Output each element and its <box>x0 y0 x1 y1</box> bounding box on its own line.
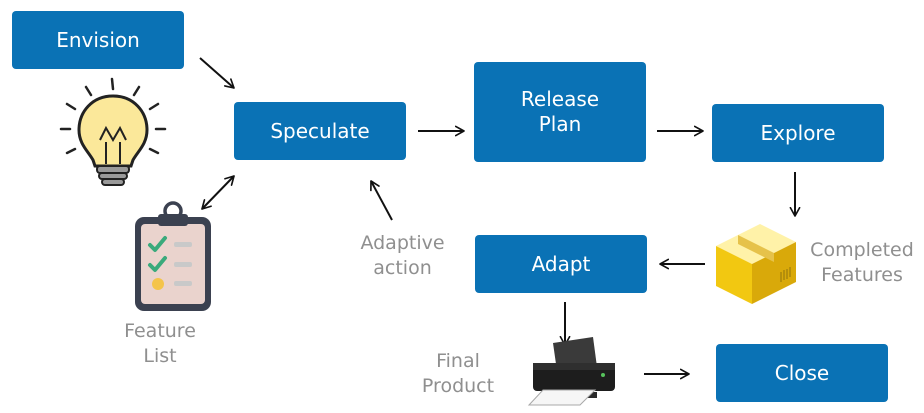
feature-list-label: Feature List <box>124 320 196 367</box>
clipboard-checklist-icon <box>135 201 211 311</box>
release-plan-label: Release Plan <box>520 87 600 136</box>
speculate-box: Speculate <box>234 102 406 160</box>
arrow-speculate-feature-list-bidirectional <box>201 175 235 210</box>
envision-box: Envision <box>12 11 184 69</box>
release-plan-box: Release Plan <box>474 62 646 162</box>
final-product-label: Final Product <box>421 350 495 397</box>
close-label: Close <box>774 360 830 385</box>
completed-features-label: Completed Features <box>810 239 914 286</box>
printer-icon <box>527 337 615 406</box>
adapt-box: Adapt <box>475 235 647 293</box>
speculate-label: Speculate <box>270 118 370 143</box>
adapt-label: Adapt <box>531 251 591 276</box>
close-box: Close <box>716 344 888 402</box>
adaptive-action-label: Adaptive action <box>360 232 445 279</box>
box-package-icon <box>716 224 796 304</box>
arrow-adaptive-action-to-speculate <box>370 180 393 221</box>
envision-label: Envision <box>56 27 140 52</box>
arrow-envision-to-speculate <box>199 57 235 89</box>
lightbulb-icon <box>59 77 167 186</box>
explore-box: Explore <box>712 104 884 162</box>
explore-label: Explore <box>760 120 836 145</box>
